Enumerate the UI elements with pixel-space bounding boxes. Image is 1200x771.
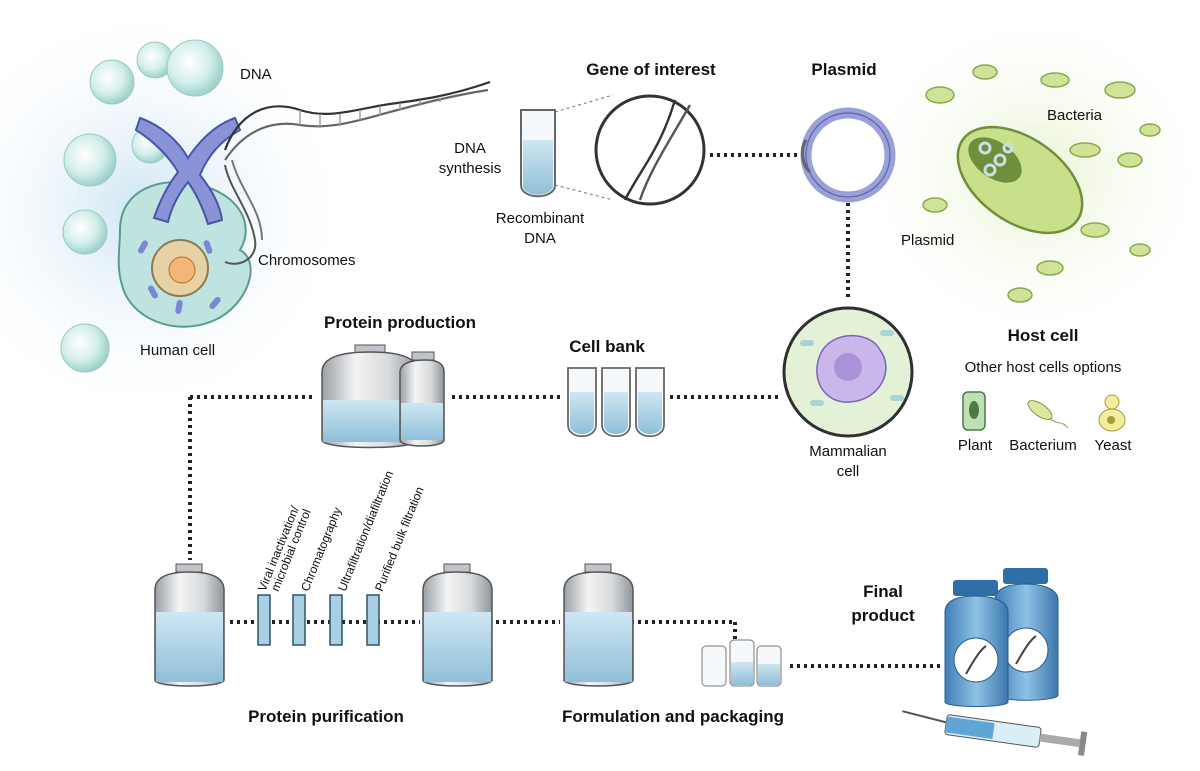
bacterium-icon [1027,400,1069,429]
dna-label: DNA [240,66,272,83]
tank-icon [563,563,634,687]
magnifier-icon [594,94,706,206]
vial-icon [701,639,782,687]
dna-synthesis-label-2: synthesis [438,160,502,177]
tube-icon [601,367,631,438]
human-cell-bubbles [60,39,224,373]
plant-label: Plant [957,437,993,454]
bioreactor-icon [321,344,445,449]
tube-icon [635,367,665,438]
plasmid-side-label: Plasmid [901,232,955,249]
tube-icon [567,367,597,438]
recombinant-label-2: DNA [524,230,556,247]
filter-icon [366,594,380,646]
bacteria-icon [922,64,1161,303]
plasmid-top-label: Plasmid [811,60,877,79]
mammalian-cell-icon [782,306,914,438]
bacterium-label: Bacterium [1009,437,1077,454]
cell-bank-label: Cell bank [569,337,645,356]
chromosomes-label: Chromosomes [258,252,356,269]
tank-icon [422,563,493,687]
recombinant-label-1: Recombinant [495,210,585,227]
human-cell-label: Human cell [140,342,216,359]
final-product-label-2: product [851,606,915,625]
yeast-icon [1098,394,1126,432]
protein-production-label: Protein production [323,313,477,332]
final-product-label-1: Final [863,582,903,601]
filter-icon [292,594,306,646]
plant-cell-icon [962,391,986,431]
syringe-icon [902,710,1088,756]
mammalian-label-1: Mammalian [809,443,887,460]
dna-helix-icon [223,80,491,265]
filter-icons [257,594,380,646]
filter-icon [329,594,343,646]
filter-icon [257,594,271,646]
chromosome-icon [134,116,242,226]
yeast-label: Yeast [1094,437,1132,454]
tank-icon [154,563,225,687]
test-tube-icon [520,94,614,201]
formulation-label: Formulation and packaging [562,707,784,726]
mammalian-label-2: cell [836,463,860,480]
cell-bank-tubes [567,367,665,438]
gene-of-interest-label: Gene of interest [586,60,716,79]
bottle-icon [944,580,1009,707]
bottle-icon [994,568,1059,701]
plasmid-ring-icon [800,107,896,203]
host-cell-label: Host cell [1007,326,1079,345]
dna-synthesis-label-1: DNA [454,140,486,157]
protein-purification-label: Protein purification [248,707,404,726]
human-cell-icon [117,181,252,328]
bacteria-label: Bacteria [1047,107,1103,124]
other-host-options-label: Other host cells options [964,359,1122,376]
